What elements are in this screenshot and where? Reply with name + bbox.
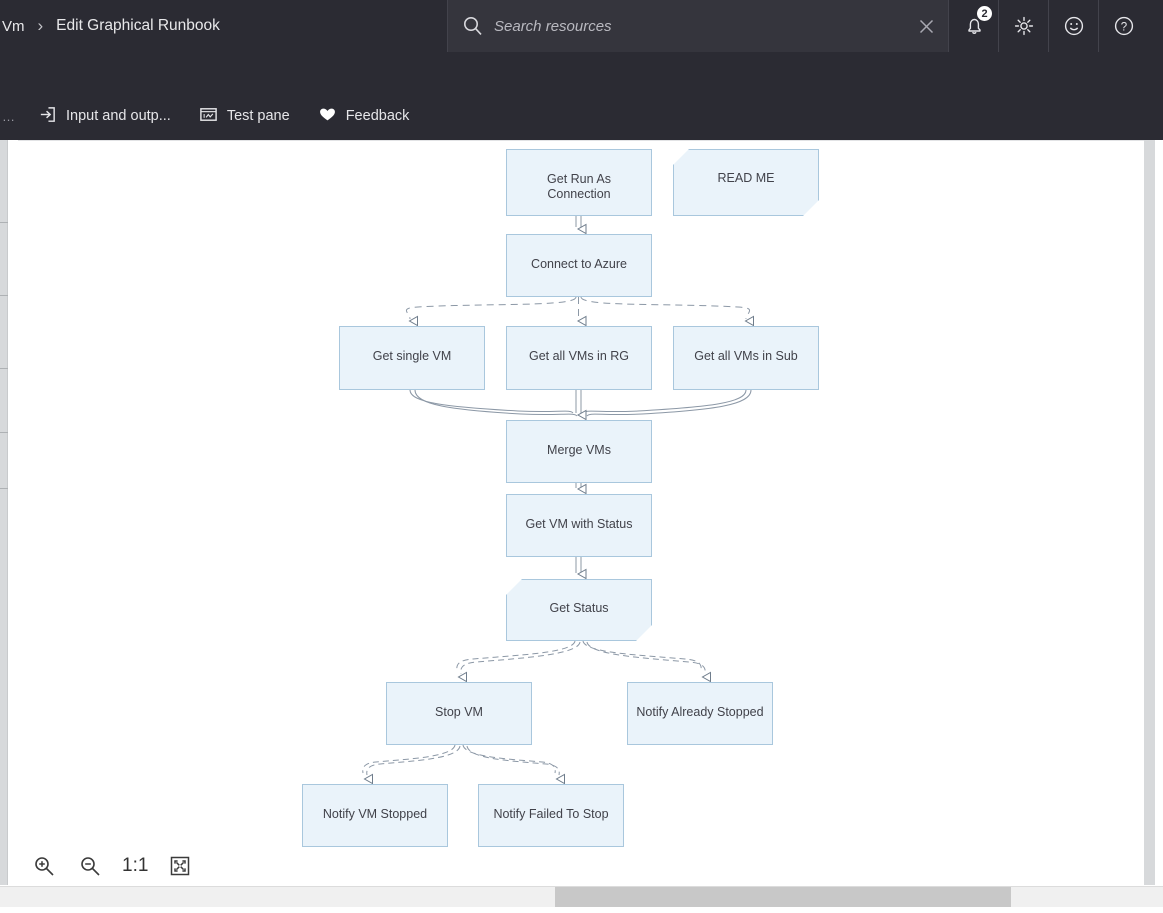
collapsed-left-panel[interactable] xyxy=(0,140,8,885)
toolbar-label: Input and outp... xyxy=(66,108,171,124)
zoom-in-icon[interactable] xyxy=(30,852,58,880)
window-bottom-edge xyxy=(0,907,1163,913)
zoom-controls: 1:1 xyxy=(30,852,194,880)
canvas-left-gutter xyxy=(9,140,18,885)
runbook-canvas[interactable]: Get Run As Connection READ ME Connect to A… xyxy=(18,140,1144,885)
canvas-right-strip xyxy=(1144,140,1155,885)
flow-node-label: READ ME xyxy=(717,171,775,185)
flow-node-get-all-vms-in-rg[interactable]: Get all VMs in RG xyxy=(506,326,652,390)
breadcrumb: Vm › Edit Graphical Runbook xyxy=(0,0,447,52)
flow-node-get-single-vm[interactable]: Get single VM xyxy=(339,326,485,390)
notifications-button[interactable]: 2 xyxy=(948,0,998,52)
search-input[interactable] xyxy=(494,17,904,35)
flow-node-read-me[interactable]: READ ME xyxy=(673,149,819,216)
help-button[interactable]: ? xyxy=(1098,0,1148,52)
flow-node-label: Stop VM xyxy=(435,705,483,719)
toolbar-items: … Input and outp... Test pane xyxy=(0,98,423,134)
breadcrumb-current[interactable]: Edit Graphical Runbook xyxy=(56,17,220,34)
header-icon-group: 2 ? xyxy=(948,0,1148,52)
flow-node-stop-vm[interactable]: Stop VM xyxy=(386,682,532,745)
flow-node-label: Notify VM Stopped xyxy=(322,807,428,821)
horizontal-scrollbar-thumb[interactable] xyxy=(555,887,1011,908)
flow-node-merge-vms[interactable]: Merge VMs xyxy=(506,420,652,483)
toolbar-label: Feedback xyxy=(345,108,410,124)
heart-icon xyxy=(318,105,337,128)
test-pane-icon xyxy=(199,105,218,128)
note-shape xyxy=(673,149,819,216)
input-output-icon xyxy=(38,105,57,128)
note-shape xyxy=(506,579,652,641)
svg-text:?: ? xyxy=(1120,21,1126,33)
flow-node-notify-already-stopped[interactable]: Notify Already Stopped xyxy=(627,682,773,745)
feedback-toolbar-button[interactable]: Feedback xyxy=(304,99,424,133)
toolbar-label: Test pane xyxy=(226,108,290,124)
flow-node-notify-vm-stopped[interactable]: Notify VM Stopped xyxy=(302,784,448,847)
flow-node-get-run-as-connection[interactable]: Get Run As Connection xyxy=(506,149,652,216)
zoom-ratio-button[interactable]: 1:1 xyxy=(122,855,149,876)
flow-node-label: Get single VM xyxy=(372,349,452,363)
global-search[interactable] xyxy=(447,0,948,52)
fit-to-screen-icon[interactable] xyxy=(166,852,194,880)
flow-node-label: Get Status xyxy=(549,601,609,615)
breadcrumb-separator-icon: › xyxy=(37,16,44,35)
flow-node-label: Notify Failed To Stop xyxy=(493,807,609,821)
flow-node-label: Get Run As Connection xyxy=(547,172,611,201)
flow-node-label: Get all VMs in RG xyxy=(528,349,630,363)
flow-node-label: Connect to Azure xyxy=(531,257,627,271)
flow-node-label: Get all VMs in Sub xyxy=(694,349,798,363)
notification-badge: 2 xyxy=(976,5,993,22)
horizontal-scrollbar[interactable] xyxy=(0,886,1163,908)
top-header-bar: Vm › Edit Graphical Runbook 2 xyxy=(0,0,1163,52)
flow-node-label: Notify Already Stopped xyxy=(636,705,764,719)
flow-node-notify-failed-to-stop[interactable]: Notify Failed To Stop xyxy=(478,784,624,847)
command-toolbar: … Input and outp... Test pane xyxy=(0,52,1163,140)
zoom-out-icon[interactable] xyxy=(76,852,104,880)
window-right-edge xyxy=(1155,140,1163,885)
flow-node-label: Get VM with Status xyxy=(525,517,633,531)
flow-node-label: Merge VMs xyxy=(547,443,611,457)
flow-node-get-vm-with-status[interactable]: Get VM with Status xyxy=(506,494,652,557)
input-and-output-button[interactable]: Input and outp... xyxy=(24,99,185,133)
toolbar-overflow-button[interactable]: … xyxy=(2,108,16,124)
flow-node-connect-to-azure[interactable]: Connect to Azure xyxy=(506,234,652,297)
settings-button[interactable] xyxy=(998,0,1048,52)
close-icon[interactable] xyxy=(904,0,948,52)
flow-node-get-status[interactable]: Get Status xyxy=(506,579,652,641)
test-pane-button[interactable]: Test pane xyxy=(185,99,304,133)
feedback-button[interactable] xyxy=(1048,0,1098,52)
search-icon xyxy=(462,15,484,37)
flow-node-get-all-vms-in-sub[interactable]: Get all VMs in Sub xyxy=(673,326,819,390)
breadcrumb-root[interactable]: Vm xyxy=(2,17,25,35)
